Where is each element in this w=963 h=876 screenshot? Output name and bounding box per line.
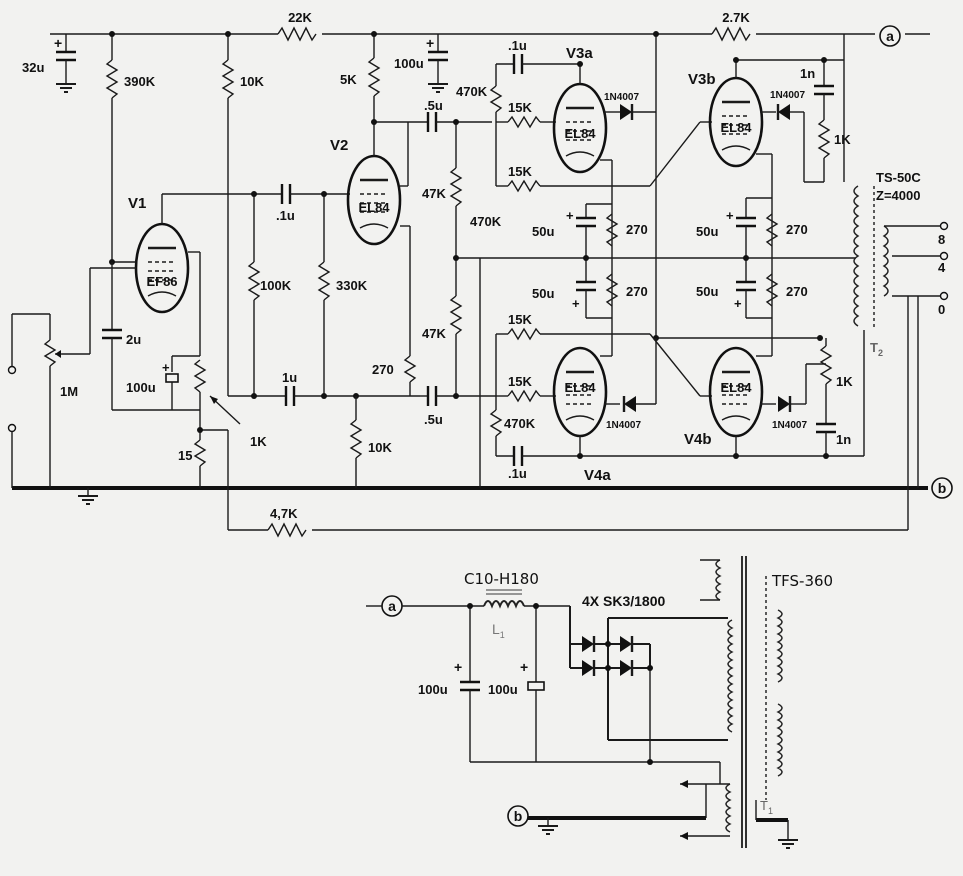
d-v4a-label: 1N4007 xyxy=(606,420,641,431)
tube-v3a-type: EL84 xyxy=(564,126,596,141)
ps-node-b-label: b xyxy=(514,808,523,824)
choke-ref: L1 xyxy=(492,621,505,640)
r-15k-g3a-label: 15K xyxy=(508,100,532,115)
svg-text:+: + xyxy=(454,659,462,675)
pot-1m-label: 1M xyxy=(60,384,78,399)
c-100u-top-label: 100u xyxy=(394,56,424,71)
power-transformer-ref: T1 xyxy=(760,798,773,816)
bridge-label: 4X SK3/1800 xyxy=(582,593,665,609)
tube-v2-type: EL84 xyxy=(358,200,390,215)
tube-v1 xyxy=(134,222,190,314)
tube-v4a-name: V4a xyxy=(584,467,611,484)
choke-model: C10-H180 xyxy=(464,570,539,588)
node-a-label: a xyxy=(886,28,894,44)
output-transformer-model: TS-50C xyxy=(876,170,921,185)
ps-node-a-label: a xyxy=(388,598,396,614)
svg-text:+: + xyxy=(566,208,574,223)
c-32u-label: 32u xyxy=(22,60,44,75)
d-v4b-label: 1N4007 xyxy=(772,420,807,431)
power-transformer-aux-winding xyxy=(715,559,722,601)
r-270-4-label: 270 xyxy=(786,284,808,299)
r-270-1-label: 270 xyxy=(626,222,648,237)
output-transformer-impedance: Z=4000 xyxy=(876,188,920,203)
power-transformer-hv-secondary xyxy=(727,619,734,733)
r-390k-label: 390K xyxy=(124,74,156,89)
svg-text:+: + xyxy=(734,296,742,311)
svg-text:+: + xyxy=(572,296,580,311)
r-47k-fb-label: 4,7K xyxy=(270,506,298,521)
c-2u-label: 2u xyxy=(126,332,141,347)
output-transformer-primary xyxy=(853,185,860,327)
r-5k-label: 5K xyxy=(340,72,357,87)
node-b-label: b xyxy=(938,480,947,496)
tube-v4a-type: EL84 xyxy=(564,380,596,395)
output-terminal-0[interactable] xyxy=(939,291,949,301)
r-1k-v3b-label: 1K xyxy=(834,132,851,147)
r-47k-bot-label: 47K xyxy=(422,326,446,341)
r-27k-label: 2.7K xyxy=(722,10,750,25)
c-50u-3-label: 50u xyxy=(696,224,718,239)
output-transformer-ref: T2 xyxy=(870,340,883,358)
c-05u-top-label: .5u xyxy=(424,98,443,113)
r-100k-label: 100K xyxy=(260,278,292,293)
c-100u-ps2-label: 100u xyxy=(488,682,518,697)
c-01u-v4a-label: .1u xyxy=(508,466,527,481)
svg-text:+: + xyxy=(726,208,734,223)
r-330k-label: 330K xyxy=(336,278,368,293)
tube-v1-name: V1 xyxy=(128,195,146,212)
d-v3a-label: 1N4007 xyxy=(604,92,639,103)
svg-text:+: + xyxy=(54,35,62,51)
node-a-marker xyxy=(879,25,901,47)
power-transformer-model: TFS-360 xyxy=(771,572,833,590)
r-270-2-label: 270 xyxy=(626,284,648,299)
c-50u-4-label: 50u xyxy=(696,284,718,299)
r-470k-top-label: 470K xyxy=(456,84,488,99)
tube-v3b-type: EL84 xyxy=(720,120,752,135)
r-270-3-label: 270 xyxy=(786,222,808,237)
r-470k-bot-label: 470K xyxy=(504,416,536,431)
tap-8-label: 8 xyxy=(938,232,945,247)
r-470k-mid-label: 470K xyxy=(470,214,502,229)
c-01u-v2-label: .1u xyxy=(276,208,295,223)
r-1k-v4b-label: 1K xyxy=(836,374,853,389)
c-01u-v3a-label: .1u xyxy=(508,38,527,53)
c-1u-label: 1u xyxy=(282,370,297,385)
c-50u-1-label: 50u xyxy=(532,224,554,239)
tube-v4b-name: V4b xyxy=(684,431,712,448)
pot-1k-label: 1K xyxy=(250,434,267,449)
d-v3b-label: 1N4007 xyxy=(770,90,805,101)
choke-l1 xyxy=(483,600,525,609)
svg-text:+: + xyxy=(426,35,434,51)
tube-v2-name: V2 xyxy=(330,137,348,154)
tap-0-label: 0 xyxy=(938,302,945,317)
node-b-marker xyxy=(931,477,953,499)
svg-text:+: + xyxy=(520,659,528,675)
tube-v3b-name: V3b xyxy=(688,71,716,88)
output-transformer-secondary xyxy=(882,225,889,297)
r-15-label: 15 xyxy=(178,448,192,463)
r-15k-g4b-label: 15K xyxy=(508,312,532,327)
c-1n-bot-label: 1n xyxy=(836,432,851,447)
c-05u-bot-label: .5u xyxy=(424,412,443,427)
r-22k-label: 22K xyxy=(288,10,312,25)
c-100u-k-label: 100u xyxy=(126,380,156,395)
tube-v1-type: EF86 xyxy=(146,274,177,289)
r-15k-g3b-label: 15K xyxy=(508,164,532,179)
r-10k-b-label: 10K xyxy=(368,440,392,455)
c-1n-top-label: 1n xyxy=(800,66,815,81)
power-transformer-primary xyxy=(776,609,783,777)
svg-text:+: + xyxy=(162,360,170,375)
r-270-v2-label: 270 xyxy=(372,362,394,377)
output-terminal-4[interactable] xyxy=(939,251,949,261)
c-50u-2-label: 50u xyxy=(532,286,554,301)
output-terminal-8[interactable] xyxy=(939,221,949,231)
r-10k-a-label: 10K xyxy=(240,74,264,89)
r-15k-g4a-label: 15K xyxy=(508,374,532,389)
tap-4-label: 4 xyxy=(938,260,946,275)
tube-v3a-name: V3a xyxy=(566,45,593,62)
r-47k-top-label: 47K xyxy=(422,186,446,201)
c-100u-ps1-label: 100u xyxy=(418,682,448,697)
tube-v4b-type: EL84 xyxy=(720,380,752,395)
